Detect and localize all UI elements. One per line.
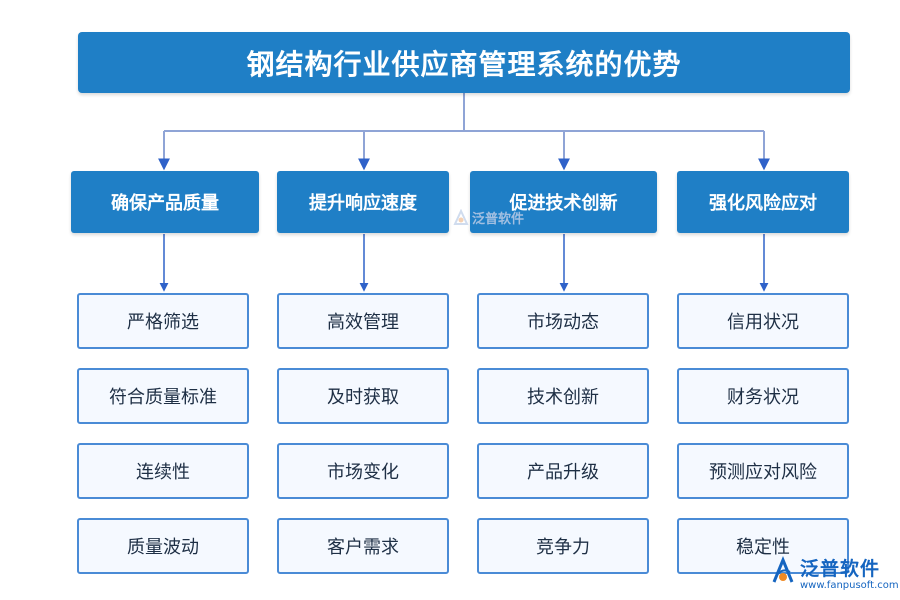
item-2-1: 高效管理	[277, 293, 449, 349]
item-3-2: 技术创新	[477, 368, 649, 424]
item-2-4: 客户需求	[277, 518, 449, 574]
item-1-1: 严格筛选	[77, 293, 249, 349]
category-box-4: 强化风险应对	[677, 171, 849, 233]
item-3-4: 竞争力	[477, 518, 649, 574]
center-watermark: 泛普软件	[452, 208, 524, 227]
item-4-3: 预测应对风险	[677, 443, 849, 499]
brand-url: www.fanpusoft.com	[800, 580, 899, 591]
brand-watermark: 泛普软件 www.fanpusoft.com	[770, 554, 899, 596]
fanpu-logo-icon	[453, 208, 469, 225]
diagram-title: 钢结构行业供应商管理系统的优势	[78, 32, 850, 93]
item-1-3: 连续性	[77, 443, 249, 499]
item-2-3: 市场变化	[277, 443, 449, 499]
item-3-1: 市场动态	[477, 293, 649, 349]
item-4-2: 财务状况	[677, 368, 849, 424]
category-box-2: 提升响应速度	[277, 171, 449, 233]
category-box-1: 确保产品质量	[71, 171, 259, 233]
brand-name: 泛普软件	[800, 558, 881, 580]
item-2-2: 及时获取	[277, 368, 449, 424]
center-watermark-text: 泛普软件	[472, 212, 525, 227]
item-4-1: 信用状况	[677, 293, 849, 349]
item-1-2: 符合质量标准	[77, 368, 249, 424]
fanpu-logo-icon	[772, 556, 794, 583]
item-4-4: 稳定性	[677, 518, 849, 574]
category-box-3: 促进技术创新	[470, 171, 657, 233]
item-1-4: 质量波动	[77, 518, 249, 574]
item-3-3: 产品升级	[477, 443, 649, 499]
